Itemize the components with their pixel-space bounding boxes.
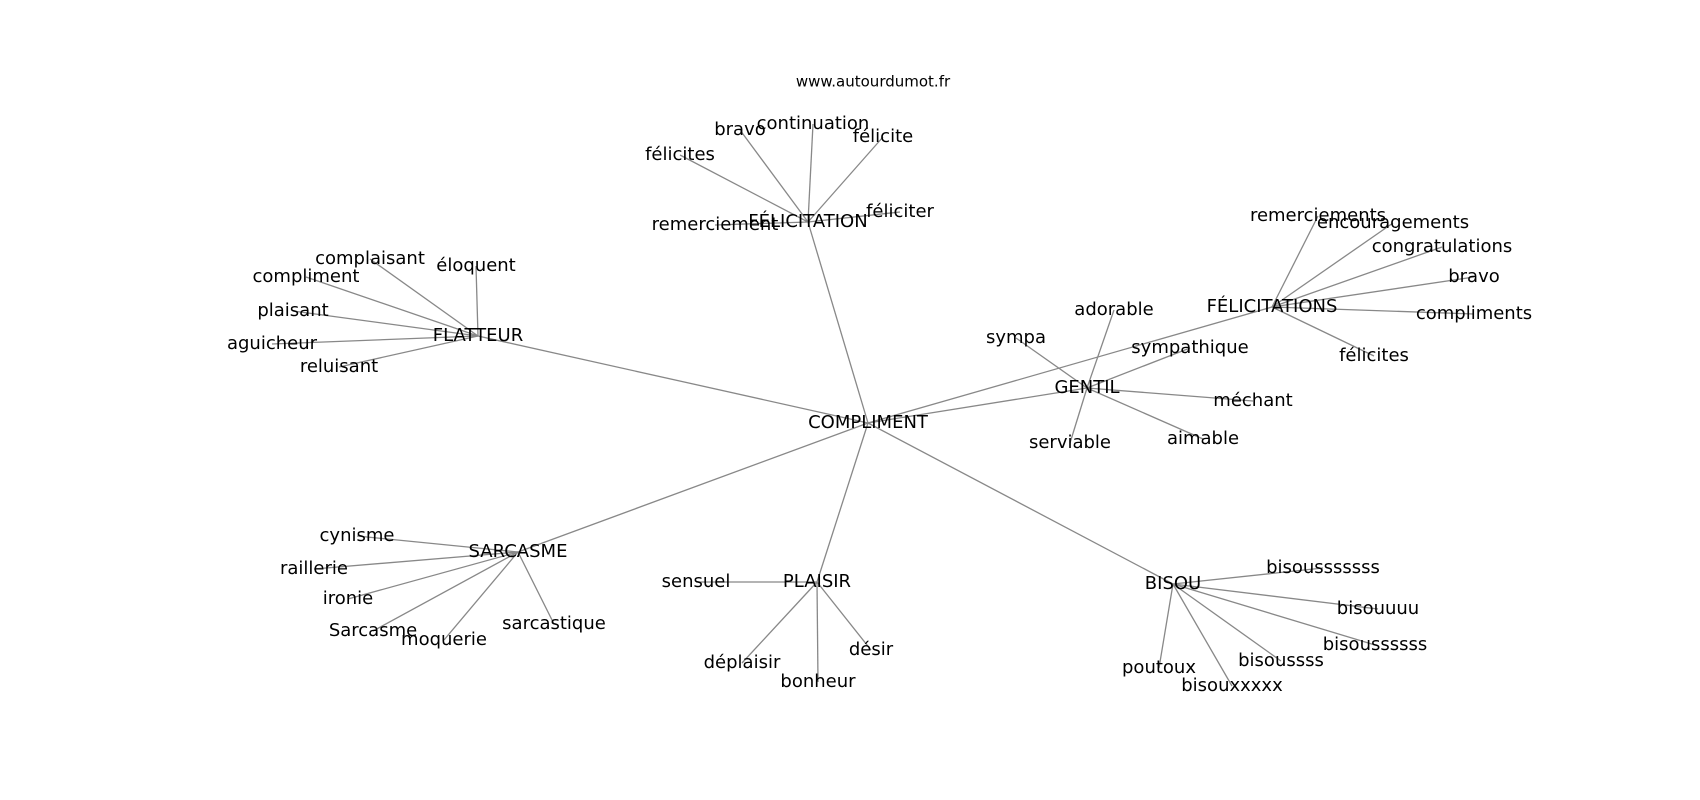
leaf-node-bonheur: bonheur bbox=[780, 671, 856, 692]
leaf-node-ironie: ironie bbox=[323, 588, 374, 609]
edge-bisou-to-bisousssssss bbox=[1172, 567, 1324, 585]
leaf-node-eloquent: éloquent bbox=[436, 255, 515, 276]
edge-bisou-to-bisoussssss bbox=[1172, 583, 1376, 646]
edge-gentil-to-serviable bbox=[1069, 387, 1088, 444]
edge-gentil-to-sympathique bbox=[1086, 347, 1191, 389]
edge-gentil-to-mechant bbox=[1086, 387, 1254, 402]
edge-sarcasme-to-cynisme bbox=[356, 535, 519, 553]
leaf-node-cynisme: cynisme bbox=[320, 525, 395, 546]
edge-felicitation-to-remerciement bbox=[714, 221, 809, 226]
hub-node-bisou: BISOU bbox=[1145, 573, 1201, 594]
leaf-node-moquerie: moquerie bbox=[401, 629, 487, 650]
leaf-node-aguicheur: aguicheur bbox=[227, 333, 318, 354]
hub-node-plaisir: PLAISIR bbox=[783, 571, 851, 592]
leaf-node-sarcasme: Sarcasme bbox=[329, 620, 417, 641]
leaf-node-felicite: félicite bbox=[853, 126, 913, 147]
edge-felicitations-to-compliments bbox=[1271, 306, 1475, 315]
leaf-node-felicites: félicites bbox=[1339, 345, 1409, 366]
edge-felicitation-to-feliciter bbox=[807, 211, 901, 223]
leaf-node-complaisant: complaisant bbox=[315, 248, 425, 269]
leaf-node-remerciement: remerciement bbox=[652, 214, 779, 235]
edge-center-to-felicitations bbox=[867, 306, 1273, 424]
graph-labels: www.autourdumot.fr COMPLIMENT FÉLICITATIO… bbox=[227, 73, 1532, 697]
hub-node-flatteur: FLATTEUR bbox=[433, 325, 523, 346]
edge-gentil-to-aimable bbox=[1086, 387, 1204, 440]
watermark: www.autourdumot.fr bbox=[796, 73, 951, 91]
hub-node-sarcasme: SARCASME bbox=[469, 541, 568, 562]
edge-center-to-felicitation bbox=[807, 221, 869, 424]
leaf-node-bisoussss: bisoussss bbox=[1238, 650, 1324, 671]
leaf-node-poutoux: poutoux bbox=[1122, 657, 1196, 678]
edge-sarcasme-to-sarcastique bbox=[517, 551, 555, 625]
leaf-node-feliciter: féliciter bbox=[866, 201, 934, 222]
edge-bisou-to-bisouxxxxx bbox=[1172, 583, 1233, 687]
edge-sarcasme-to-ironie bbox=[347, 551, 519, 600]
leaf-node-sensuel: sensuel bbox=[662, 571, 731, 592]
edge-center-to-flatteur bbox=[477, 335, 869, 424]
leaf-node-continuation: continuation bbox=[757, 113, 870, 134]
edge-felicitation-to-bravo bbox=[739, 129, 809, 223]
edge-flatteur-to-eloquent bbox=[475, 265, 479, 337]
edge-flatteur-to-aguicheur bbox=[271, 335, 479, 345]
hub-node-felicitation: FÉLICITATION bbox=[748, 210, 867, 232]
leaf-node-encouragements: encouragements bbox=[1317, 212, 1469, 233]
edge-center-to-gentil bbox=[867, 387, 1088, 424]
leaf-node-congratulations: congratulations bbox=[1372, 236, 1513, 257]
edge-bisou-to-poutoux bbox=[1158, 583, 1174, 669]
hub-node-felicitations: FÉLICITATIONS bbox=[1207, 295, 1338, 317]
leaf-node-sympathique: sympathique bbox=[1131, 337, 1248, 358]
leaf-node-compliment: compliment bbox=[253, 266, 360, 287]
edge-flatteur-to-reluisant bbox=[338, 335, 479, 368]
edge-sarcasme-to-raillerie bbox=[313, 551, 519, 570]
leaf-node-bisouxxxxx: bisouxxxxx bbox=[1181, 675, 1283, 696]
edge-felicitation-to-felicites bbox=[679, 154, 809, 223]
leaf-node-serviable: serviable bbox=[1029, 432, 1111, 453]
graph-edges bbox=[271, 123, 1475, 687]
edge-plaisir-to-deplaisir bbox=[741, 581, 818, 664]
edge-gentil-to-adorable bbox=[1086, 309, 1115, 389]
edge-flatteur-to-complaisant bbox=[369, 258, 479, 337]
edge-felicitations-to-congratulations bbox=[1271, 246, 1443, 308]
leaf-node-compliments: compliments bbox=[1416, 303, 1532, 324]
leaf-node-felicites: félicites bbox=[645, 144, 715, 165]
edge-flatteur-to-plaisant bbox=[292, 310, 479, 337]
edge-gentil-to-sympa bbox=[1015, 337, 1088, 389]
edge-sarcasme-to-moquerie bbox=[443, 551, 519, 641]
edge-bisou-to-bisoussss bbox=[1172, 583, 1282, 662]
leaf-node-sympa: sympa bbox=[986, 327, 1046, 348]
leaf-node-sarcastique: sarcastique bbox=[502, 613, 606, 634]
edge-plaisir-to-desir bbox=[816, 581, 872, 651]
edge-felicitation-to-continuation bbox=[807, 123, 814, 223]
leaf-node-bravo: bravo bbox=[714, 119, 766, 140]
leaf-node-bisouuuu: bisouuuu bbox=[1337, 598, 1419, 619]
edge-felicitations-to-felicites bbox=[1271, 306, 1375, 357]
hub-node-gentil: GENTIL bbox=[1054, 377, 1119, 398]
leaf-node-adorable: adorable bbox=[1074, 299, 1153, 320]
edge-center-to-sarcasme bbox=[517, 422, 869, 553]
leaf-node-bisousssssss: bisousssssss bbox=[1266, 557, 1380, 578]
center-node-label: COMPLIMENT bbox=[808, 412, 929, 433]
leaf-node-bravo: bravo bbox=[1448, 266, 1500, 287]
edge-center-to-bisou bbox=[867, 422, 1174, 585]
leaf-node-bisoussssss: bisoussssss bbox=[1323, 634, 1428, 655]
edge-bisou-to-bisouuuu bbox=[1172, 583, 1379, 610]
edge-plaisir-to-bonheur bbox=[816, 581, 819, 683]
edge-felicitation-to-felicite bbox=[807, 136, 884, 223]
leaf-node-aimable: aimable bbox=[1167, 428, 1239, 449]
edge-sarcasme-to-sarcasme bbox=[372, 551, 519, 632]
edge-felicitations-to-bravo bbox=[1271, 276, 1475, 308]
leaf-node-desir: désir bbox=[849, 639, 894, 660]
leaf-node-deplaisir: déplaisir bbox=[704, 652, 781, 673]
leaf-node-plaisant: plaisant bbox=[257, 300, 328, 321]
edge-center-to-plaisir bbox=[816, 422, 869, 583]
edge-felicitations-to-encouragements bbox=[1271, 222, 1394, 308]
leaf-node-raillerie: raillerie bbox=[280, 558, 348, 579]
leaf-node-remerciements: remerciements bbox=[1250, 205, 1386, 226]
leaf-node-mechant: méchant bbox=[1213, 390, 1292, 411]
edge-flatteur-to-compliment bbox=[305, 276, 479, 337]
edge-felicitations-to-remerciements bbox=[1271, 215, 1319, 308]
leaf-node-reluisant: reluisant bbox=[300, 356, 378, 377]
